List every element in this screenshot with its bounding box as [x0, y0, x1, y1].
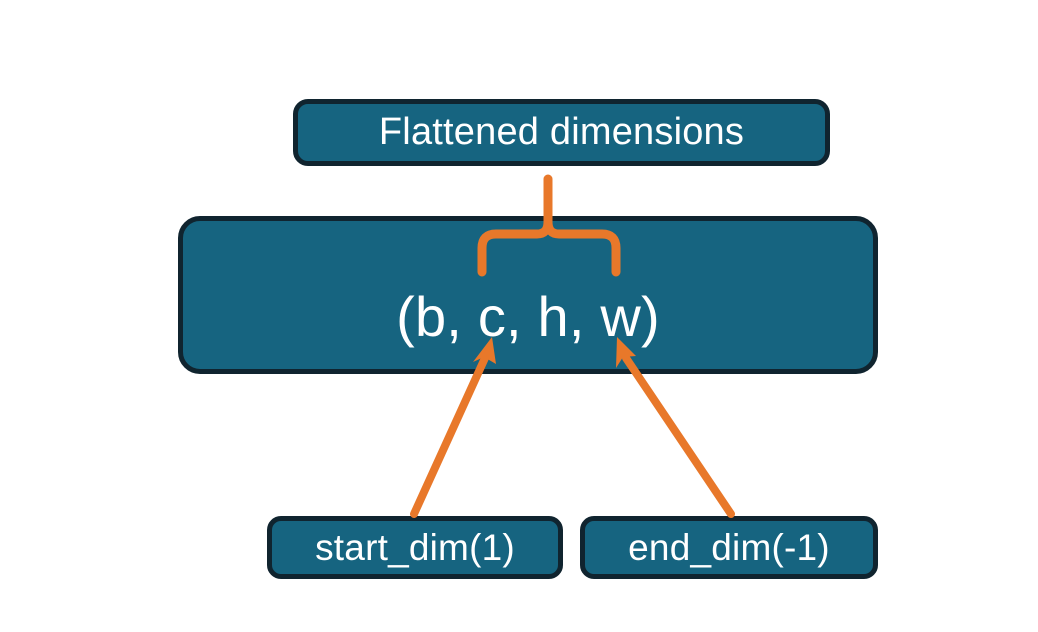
- start-dim-label: start_dim(1): [315, 526, 515, 568]
- tensor-shape-label: (b, c, h, w): [396, 285, 660, 348]
- start-dim-box: start_dim(1): [267, 516, 563, 579]
- end-dim-box: end_dim(-1): [580, 516, 878, 579]
- end-dim-label: end_dim(-1): [628, 526, 830, 568]
- tensor-shape-box: (b, c, h, w): [178, 216, 878, 374]
- flattened-dimensions-box: Flattened dimensions: [293, 99, 830, 166]
- flattened-dimensions-label: Flattened dimensions: [378, 111, 745, 153]
